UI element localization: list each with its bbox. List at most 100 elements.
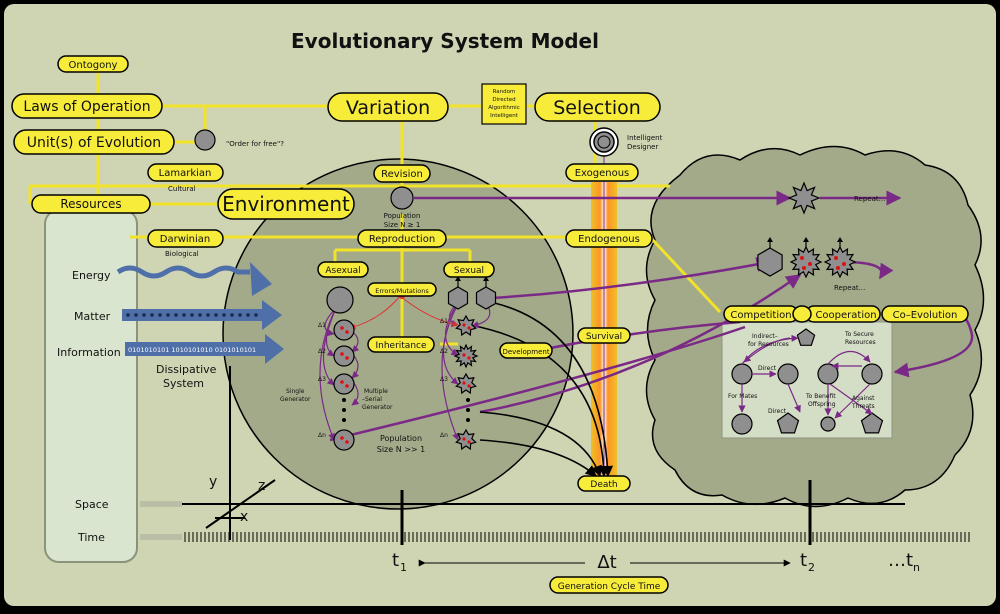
population-node xyxy=(390,186,414,210)
direct-1: Direct xyxy=(758,365,777,372)
order-node xyxy=(194,129,216,151)
cooperation-label: Cooperation xyxy=(815,310,876,321)
matter-label: Matter xyxy=(74,310,111,323)
exogenous-star xyxy=(787,181,821,215)
interaction-nodes xyxy=(731,328,884,435)
purple-flow-arrows xyxy=(329,190,974,442)
information-label: Information xyxy=(57,346,121,359)
t2-subscript: 2 xyxy=(808,561,815,574)
diagram-title: Evolutionary System Model xyxy=(291,29,599,53)
mutation-lines xyxy=(349,295,459,330)
space-label: Space xyxy=(75,498,109,511)
cultural-label: Cultural xyxy=(168,185,196,193)
population-small-2: Size N ≥ 1 xyxy=(384,221,421,229)
time-ticks xyxy=(184,532,970,542)
tn-subscript: n xyxy=(913,561,920,574)
inheritance-label: Inheritance xyxy=(375,341,426,351)
survival-label: Survival xyxy=(586,332,622,342)
information-arrow xyxy=(125,342,265,356)
spacetime-axes xyxy=(140,366,905,567)
coevolution-label: Co–Evolution xyxy=(893,310,958,321)
dissipative-line2: System xyxy=(163,377,204,390)
units-label: Unit(s) of Evolution xyxy=(27,135,161,151)
information-arrowhead xyxy=(265,334,284,364)
organism-red-dots xyxy=(767,237,846,270)
reproduction-label: Reproduction xyxy=(369,234,435,245)
axis-labels: y z x Space Time t 1 Δt t 2 …t n xyxy=(75,474,920,574)
order-free-label: "Order for free"? xyxy=(226,140,284,148)
asexual-label: Asexual xyxy=(325,266,360,276)
organism-spiky-a xyxy=(789,245,823,279)
repeat-top-label: Repeat... xyxy=(854,195,885,203)
organism-spiky-b xyxy=(823,245,857,279)
matter-arrowhead xyxy=(262,300,282,330)
svg-text:Δ3: Δ3 xyxy=(440,376,448,383)
var-type-directed: Directed xyxy=(492,97,515,103)
indirect-2: for Resources xyxy=(748,341,789,348)
population-small-1: Population xyxy=(384,212,421,220)
resources-label: Resources xyxy=(60,197,121,211)
multi-gen-1: Multiple xyxy=(364,388,388,395)
single-gen-1: Single xyxy=(286,388,305,395)
death-label: Death xyxy=(590,480,617,490)
indirect-1: Indirect– xyxy=(752,333,778,340)
population-blob xyxy=(222,158,574,510)
svg-text:Δn: Δn xyxy=(440,432,448,439)
designer-target-core xyxy=(597,135,611,149)
svg-text:Δn: Δn xyxy=(318,432,326,439)
for-mates: For Mates xyxy=(728,393,757,400)
label-pills xyxy=(11,55,969,594)
environment-label: Environment xyxy=(222,192,350,216)
selection-label: Selection xyxy=(553,97,641,119)
axis-x: x xyxy=(240,509,248,525)
revision-label: Revision xyxy=(381,169,423,180)
ontogony-label: Ontogony xyxy=(69,60,118,71)
svg-text:Δ2: Δ2 xyxy=(440,348,448,355)
population-big-1: Population xyxy=(380,434,422,443)
multi-gen-3: Generator xyxy=(362,404,393,411)
svg-text:Δ3: Δ3 xyxy=(318,376,326,383)
sexual-label: Sexual xyxy=(454,266,484,276)
delta-t-label: Δt xyxy=(597,552,616,573)
label-texts: Ontogony Laws of Operation Unit(s) of Ev… xyxy=(23,60,957,592)
var-type-random: Random xyxy=(493,89,516,95)
generator-curves xyxy=(319,299,491,441)
single-gen-2: Generator xyxy=(280,396,311,403)
death-arrows xyxy=(469,299,614,478)
laws-label: Laws of Operation xyxy=(23,99,150,115)
var-type-intelligent: Intelligent xyxy=(490,113,519,119)
t2-label: t xyxy=(800,550,807,571)
axis-y: y xyxy=(209,474,217,490)
to-benefit-1: To Benefit xyxy=(805,393,836,400)
tn-label: …t xyxy=(888,550,913,571)
against-1: Against xyxy=(852,395,875,402)
biological-label: Biological xyxy=(165,250,199,258)
energy-arrowhead xyxy=(250,262,272,296)
var-type-algorithmic: Algorithmic xyxy=(488,105,520,111)
repeat-mid-label: Repeat... xyxy=(834,284,865,292)
direct-2: Direct xyxy=(768,408,787,415)
variation-label: Variation xyxy=(346,97,430,119)
lamarkian-label: Lamarkian xyxy=(159,168,212,179)
time-label: Time xyxy=(77,531,105,544)
energy-wave xyxy=(116,265,250,279)
exogenous-label: Exogenous xyxy=(575,168,630,179)
energy-label: Energy xyxy=(72,269,111,282)
organism-pentagon xyxy=(757,247,783,277)
against-2: Threats xyxy=(851,403,875,410)
information-bits: 0101010101 1010101010 0101010101 xyxy=(128,346,256,354)
t1-label: t xyxy=(392,550,399,571)
svg-text:Δ1: Δ1 xyxy=(440,318,448,325)
development-label: Development xyxy=(502,348,549,356)
svg-text:Δ1: Δ1 xyxy=(318,322,326,329)
to-secure-1: To Secure xyxy=(844,331,874,338)
to-benefit-2: Offspring xyxy=(808,401,836,408)
interaction-arrows xyxy=(738,334,873,419)
svg-text:Δ2: Δ2 xyxy=(318,348,326,355)
matter-dots xyxy=(126,313,258,317)
t1-subscript: 1 xyxy=(400,561,407,574)
